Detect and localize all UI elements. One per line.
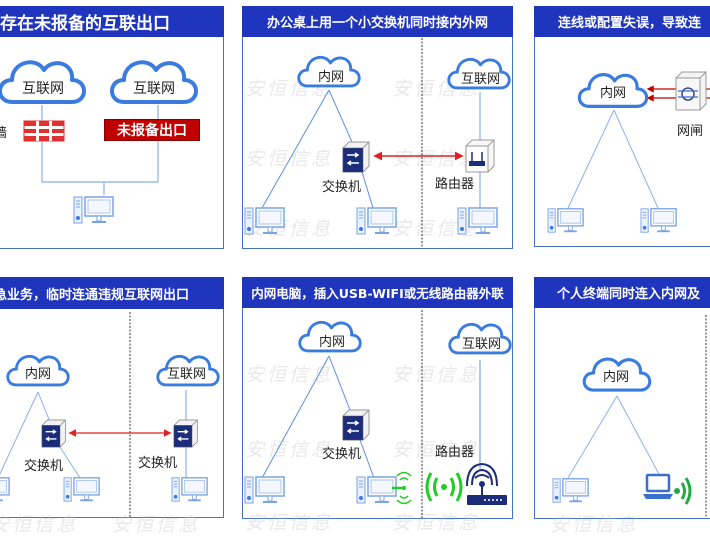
panel-4-title: 急业务，临时连通违规互联网出口 [0,287,190,303]
laptop-icon [643,473,673,499]
gateway-icon [675,71,707,111]
gateway-label: 网闸 [677,124,704,139]
panel-3-header: 连线或配置失误，导致连 [534,6,710,37]
panel-5-header: 内网电脑，插入USB-WIFI或无线路由器外联 [242,277,513,308]
panel-4-header: 急业务，临时连通违规互联网出口 [0,277,224,309]
intranet-cloud-label: 内网 [600,86,627,101]
switch-label: 交换机 [24,459,64,474]
panel-6-title: 个人终端同时连入内网及 [557,287,701,302]
panel-6-header: 个人终端同时连入内网及 [534,277,710,308]
firewall-icon [23,120,65,142]
intranet-cloud-label: 内网 [25,367,52,382]
wireless-router-icon [466,462,507,505]
panel-5-title: 内网电脑，插入USB-WIFI或无线路由器外联 [251,286,504,301]
panel-3-title: 连线或配置失误，导致连 [558,16,702,31]
intranet-cloud-label: 内网 [603,370,630,385]
wifi-signal-icon [674,477,692,505]
router-label: 路由器 [435,177,475,192]
unreported-exit-badge: 未报备出口 [104,119,200,141]
internet-cloud-label: 互联网 [462,337,502,352]
usb-wifi-icon [392,471,412,505]
intranet-cloud-label: 内网 [318,70,345,85]
panel-2-header: 办公桌上用一个小交换机同时接内外网 [242,6,513,37]
internet-cloud-label: 互联网 [167,367,207,382]
switch-label: 交换机 [322,180,362,195]
switch-label: 交换机 [138,456,178,471]
cut-off-label: 墙 [0,126,8,141]
router-label: 路由器 [435,445,475,460]
intranet-cloud-label: 内网 [319,335,346,350]
panel-1-title: 存在未报备的互联出口 [0,14,170,34]
wifi-signal-icon [425,472,463,502]
internet-cloud-label: 互联网 [133,81,175,97]
computer-icon [552,478,589,503]
panel-1-header: 存在未报备的互联出口 [0,6,224,37]
switch-label: 交换机 [322,447,362,462]
internet-cloud-label: 互联网 [461,72,501,87]
internet-cloud-label: 互联网 [22,81,64,97]
panel-2-title: 办公桌上用一个小交换机同时接内外网 [266,16,488,31]
